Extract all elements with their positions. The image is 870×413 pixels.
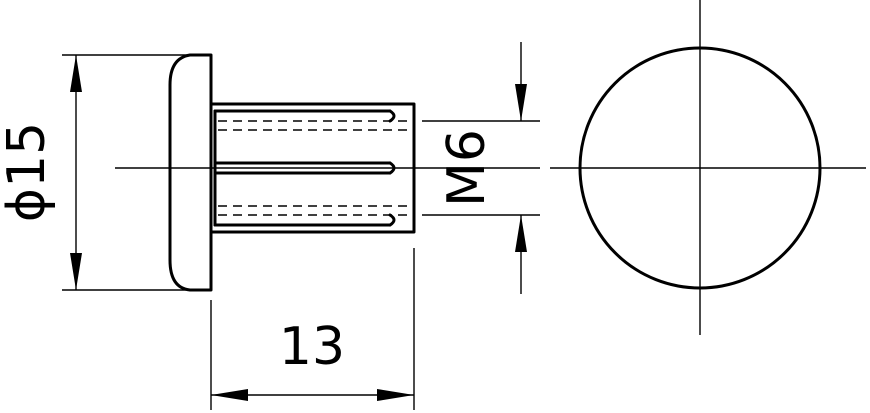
diameter-arrow-top xyxy=(70,55,82,92)
length-dimension: 13 xyxy=(210,248,415,410)
thread-arrow-bottom xyxy=(515,215,527,252)
end-view xyxy=(550,0,866,335)
diameter-label: ϕ15 xyxy=(0,122,57,222)
length-arrow-right xyxy=(377,389,414,401)
cap-head-outline xyxy=(168,53,213,292)
thread-dimension: M6 xyxy=(422,42,540,294)
slot-end-bottom xyxy=(388,213,396,227)
thread-arrow-top xyxy=(515,84,527,121)
thread-label: M6 xyxy=(437,129,497,207)
slot-end-top xyxy=(388,109,396,123)
side-view xyxy=(115,53,540,292)
length-label: 13 xyxy=(279,317,345,377)
length-arrow-left xyxy=(211,389,248,401)
diameter-arrow-bottom xyxy=(70,253,82,290)
diameter-dimension: ϕ15 xyxy=(0,54,211,291)
